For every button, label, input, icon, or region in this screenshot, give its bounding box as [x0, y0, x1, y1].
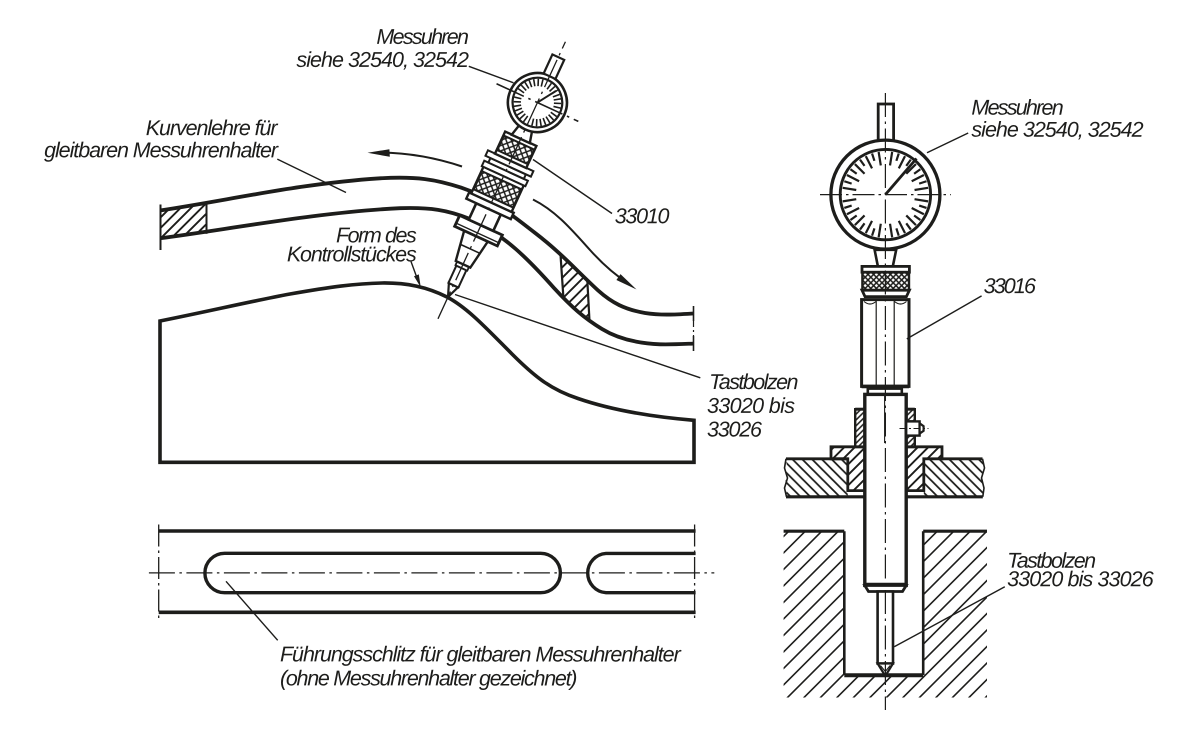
svg-text:33020 bis 33026: 33020 bis 33026 — [1007, 567, 1154, 591]
svg-text:33016: 33016 — [984, 274, 1036, 298]
svg-text:Messuhren: Messuhren — [376, 25, 469, 49]
svg-text:33026: 33026 — [707, 418, 762, 442]
svg-text:(ohne Messuhrenhalter gezeichn: (ohne Messuhrenhalter gezeichnet) — [280, 666, 578, 690]
svg-text:siehe 32540, 32542: siehe 32540, 32542 — [971, 118, 1143, 142]
svg-text:Tastbolzen: Tastbolzen — [709, 370, 798, 394]
svg-text:Kontrollstückes: Kontrollstückes — [287, 242, 417, 266]
svg-text:Kurvenlehre für: Kurvenlehre für — [146, 116, 279, 140]
svg-text:Tastbolzen: Tastbolzen — [1007, 549, 1096, 573]
svg-text:siehe 32540, 32542: siehe 32540, 32542 — [296, 48, 469, 72]
svg-text:Form des: Form des — [336, 223, 417, 247]
svg-text:Messuhren: Messuhren — [971, 96, 1063, 120]
svg-text:33020 bis: 33020 bis — [707, 394, 795, 418]
svg-text:Führungsschlitz für gleitbaren: Führungsschlitz für gleitbaren Messuhren… — [280, 642, 682, 666]
svg-text:gleitbaren Messuhrenhalter: gleitbaren Messuhrenhalter — [44, 138, 279, 162]
svg-text:33010: 33010 — [615, 204, 670, 228]
